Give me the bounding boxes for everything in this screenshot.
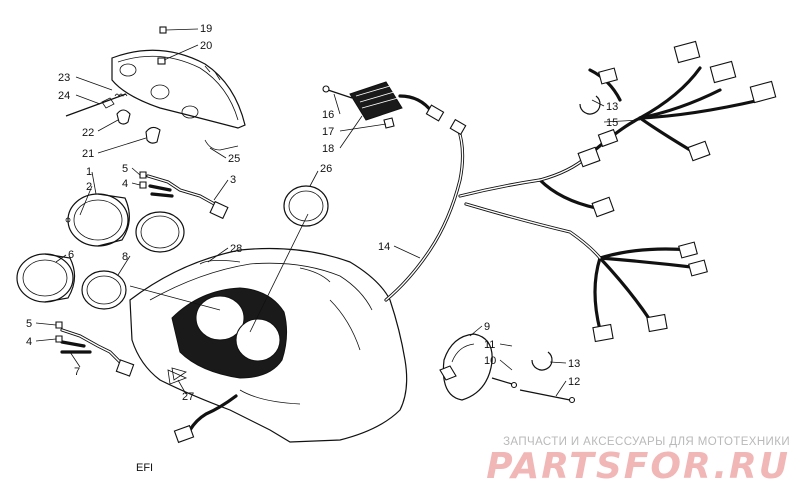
instrument-hood <box>129 247 408 443</box>
callout-17: 17 <box>322 126 334 138</box>
callout-13-lower: 13 <box>568 358 580 370</box>
switch-screw <box>491 377 518 389</box>
regulator-bolt <box>322 85 330 93</box>
tachometer-gauge <box>16 253 76 303</box>
adjuster-screw <box>65 93 128 117</box>
retainer-clip <box>157 57 166 65</box>
callout-27: 27 <box>182 391 194 403</box>
headlight-bulb <box>116 109 131 125</box>
hood-harness-plug <box>173 394 238 444</box>
bulb-boot <box>145 126 161 144</box>
watermark-caption: ЗАПЧАСТИ И АКСЕССУАРЫ ДЛЯ МОТОТЕХНИКИ <box>503 436 790 448</box>
bulb-upper <box>139 181 147 189</box>
callout-1: 1 <box>86 166 92 178</box>
voltage-regulator <box>322 81 445 129</box>
headlight-spring <box>204 139 239 151</box>
harness-plug-lower <box>115 359 135 377</box>
hood-decal <box>171 367 187 381</box>
leader-lines <box>35 28 641 397</box>
gauge-wiring-harness-upper <box>139 171 229 220</box>
callout-26: 26 <box>320 163 332 175</box>
callout-10: 10 <box>484 355 496 367</box>
speedometer-ring <box>135 211 185 253</box>
callout-6: 6 <box>68 249 74 261</box>
lamp-socket-lower <box>55 321 63 329</box>
callout-13-upper: 13 <box>606 101 618 113</box>
watermark-logo: PARTSFOR.RU <box>486 446 790 487</box>
main-wiring-harness <box>384 40 777 343</box>
callout-23: 23 <box>58 72 70 84</box>
watermark: ЗАПЧАСТИ И АКСЕССУАРЫ ДЛЯ МОТОТЕХНИКИ PA… <box>486 436 790 486</box>
regulator-nut <box>383 117 395 129</box>
callout-5-upper: 5 <box>122 163 128 175</box>
switch-housing <box>439 333 493 401</box>
model-label: EFI <box>136 462 154 474</box>
gauge-wiring-harness-lower <box>55 321 135 377</box>
bulb-lower <box>55 335 63 343</box>
callout-21: 21 <box>82 148 94 160</box>
callout-14: 14 <box>378 241 390 253</box>
callout-3: 3 <box>230 174 236 186</box>
callout-7: 7 <box>74 366 80 378</box>
callout-24: 24 <box>58 90 70 102</box>
callout-22: 22 <box>82 127 94 139</box>
bulb-clip <box>159 26 167 34</box>
callout-20: 20 <box>200 40 212 52</box>
callout-19: 19 <box>200 23 212 35</box>
headlight-assembly <box>111 26 246 129</box>
throttle-cable <box>519 389 576 404</box>
callout-9: 9 <box>484 321 490 333</box>
callout-5-lower: 5 <box>26 318 32 330</box>
callout-12: 12 <box>568 376 580 388</box>
callout-18: 18 <box>322 143 334 155</box>
callout-labels: 19 20 23 24 22 21 25 5 4 3 1 2 6 8 28 26… <box>26 23 618 403</box>
callout-8: 8 <box>122 251 128 263</box>
callout-2: 2 <box>86 181 92 193</box>
tachometer-ring <box>81 270 127 310</box>
lamp-socket-upper <box>139 171 147 179</box>
gauge-ring-26 <box>283 185 329 227</box>
callout-25: 25 <box>228 153 240 165</box>
speedometer-gauge <box>65 193 130 247</box>
harness-clamp-lower <box>531 351 553 371</box>
harness-clamp-upper <box>579 95 601 115</box>
harness-plug-upper <box>209 200 229 220</box>
callout-4-upper: 4 <box>122 178 128 190</box>
callout-15: 15 <box>606 117 618 129</box>
callout-4-lower: 4 <box>26 336 32 348</box>
callout-16: 16 <box>322 109 334 121</box>
callout-11: 11 <box>484 339 495 351</box>
callout-28: 28 <box>230 243 242 255</box>
